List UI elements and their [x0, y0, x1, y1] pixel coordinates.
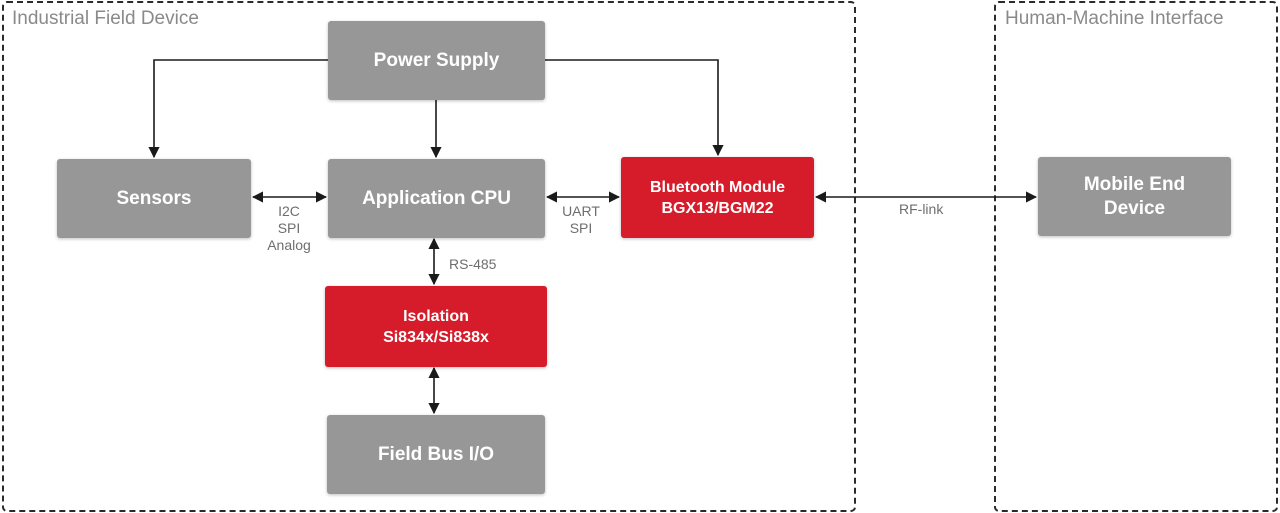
analog-label: Analog — [267, 237, 311, 253]
sensors-block: Sensors — [57, 159, 251, 238]
industrial-field-device-title: Industrial Field Device — [12, 8, 199, 29]
isolation-part-label: Si834x/Si838x — [383, 328, 489, 346]
hmi-group — [994, 1, 1278, 512]
sensor-interface-labels: I2C SPI Analog — [257, 203, 321, 254]
application-cpu-label: Application CPU — [362, 187, 511, 209]
rs485-label: RS-485 — [449, 256, 497, 272]
mobile-end-device-block: Mobile End Device — [1038, 157, 1231, 236]
isolation-block: Isolation Si834x/Si838x — [325, 286, 547, 367]
bluetooth-module-part-label: BGX13/BGM22 — [661, 199, 774, 217]
field-bus-io-block: Field Bus I/O — [327, 415, 545, 494]
spi-uart-label: SPI — [569, 220, 593, 236]
isolation-label: Isolation — [403, 307, 469, 325]
spi-sensor-label: SPI — [277, 220, 301, 236]
power-to-bluetooth-arrow — [545, 59, 724, 157]
power-to-sensors-arrow — [148, 59, 328, 159]
mobile-end-device-label-line2: Device — [1103, 197, 1166, 219]
industrial-field-device-group — [2, 1, 856, 512]
power-supply-label: Power Supply — [373, 49, 500, 71]
application-cpu-block: Application CPU — [328, 159, 545, 238]
hmi-title: Human-Machine Interface — [1005, 8, 1224, 29]
bluetooth-module-label: Bluetooth Module — [649, 178, 786, 196]
i2c-label: I2C — [278, 203, 300, 219]
field-bus-io-label: Field Bus I/O — [377, 443, 495, 465]
uart-label: UART — [562, 203, 600, 219]
bluetooth-module-block: Bluetooth Module BGX13/BGM22 — [621, 157, 814, 238]
sensors-label: Sensors — [116, 187, 192, 209]
power-supply-block: Power Supply — [328, 21, 545, 100]
mobile-end-device-label: Mobile End — [1083, 173, 1186, 195]
cpu-bluetooth-interface-labels: UART SPI — [553, 203, 609, 237]
rf-link-label: RF-link — [899, 201, 944, 217]
